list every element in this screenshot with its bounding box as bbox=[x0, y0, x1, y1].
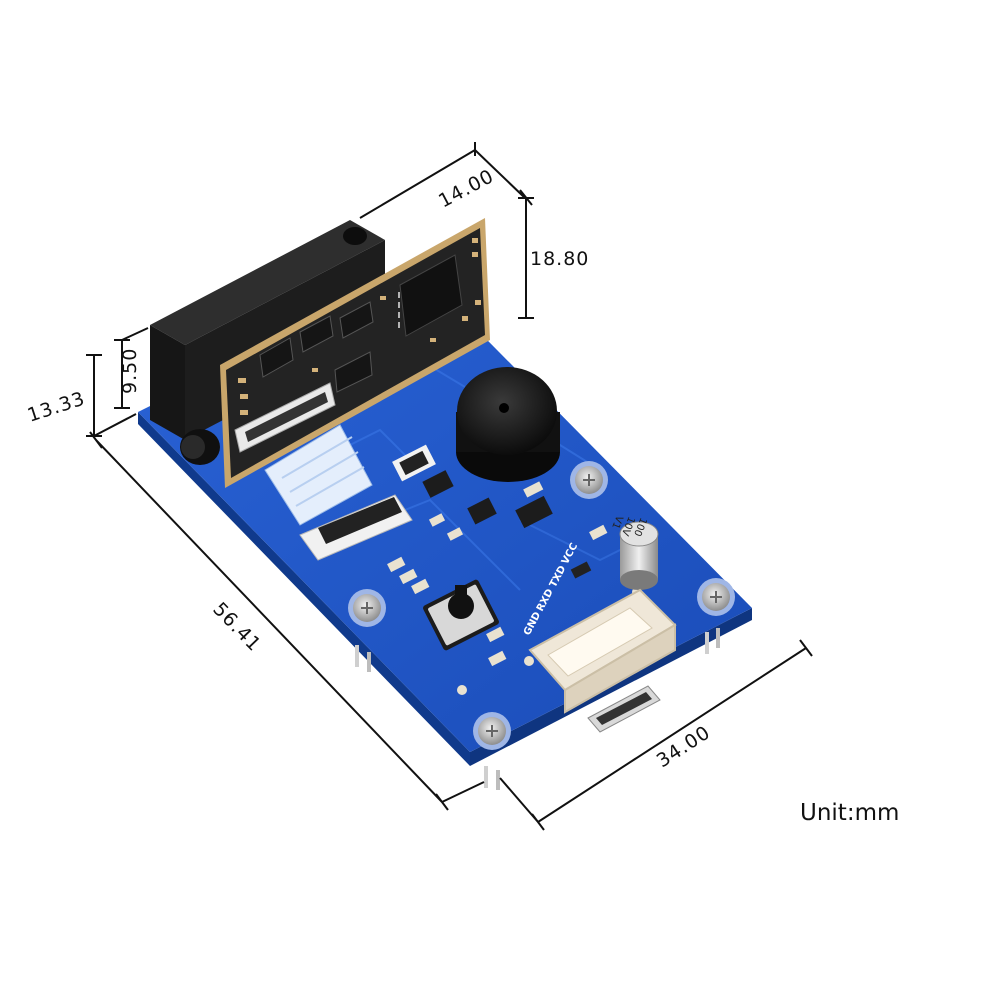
daughter-board bbox=[220, 218, 490, 488]
cap-mark-label: V1 bbox=[609, 514, 624, 530]
dim-line-sensor-height bbox=[518, 197, 534, 319]
dim-label-sensor-thickness: 9.50 bbox=[119, 348, 141, 394]
usb-c-port bbox=[587, 685, 661, 733]
buzzer bbox=[456, 367, 560, 482]
screw-icon bbox=[348, 589, 386, 627]
screw-icon bbox=[473, 712, 511, 750]
uart-connector bbox=[528, 588, 677, 714]
dimension-lines bbox=[86, 142, 813, 831]
dim-label-sensor-height: 18.80 bbox=[530, 248, 589, 270]
dim-label-total-height: 13.33 bbox=[25, 387, 88, 426]
dim-line-sensor-thickness bbox=[114, 327, 149, 409]
dim-line-board-width bbox=[499, 639, 813, 831]
dim-line-top-width bbox=[359, 142, 533, 219]
dim-label-top-width: 14.00 bbox=[435, 165, 498, 212]
mounting-screws bbox=[348, 461, 735, 750]
fpc-connector bbox=[299, 494, 413, 561]
dim-line-board-length bbox=[89, 431, 485, 811]
dim-label-board-width: 34.00 bbox=[653, 721, 715, 772]
screw-icon bbox=[570, 461, 608, 499]
dim-label-board-length: 56.41 bbox=[208, 598, 265, 656]
header-pins bbox=[355, 628, 720, 790]
unit-label: Unit:mm bbox=[800, 800, 900, 826]
electrolytic-capacitor: 100 10V V1 bbox=[609, 514, 659, 590]
dim-line-total-height bbox=[86, 354, 137, 437]
screw-icon bbox=[697, 578, 735, 616]
ribbon-cable bbox=[264, 424, 373, 526]
tactile-button bbox=[423, 579, 499, 651]
